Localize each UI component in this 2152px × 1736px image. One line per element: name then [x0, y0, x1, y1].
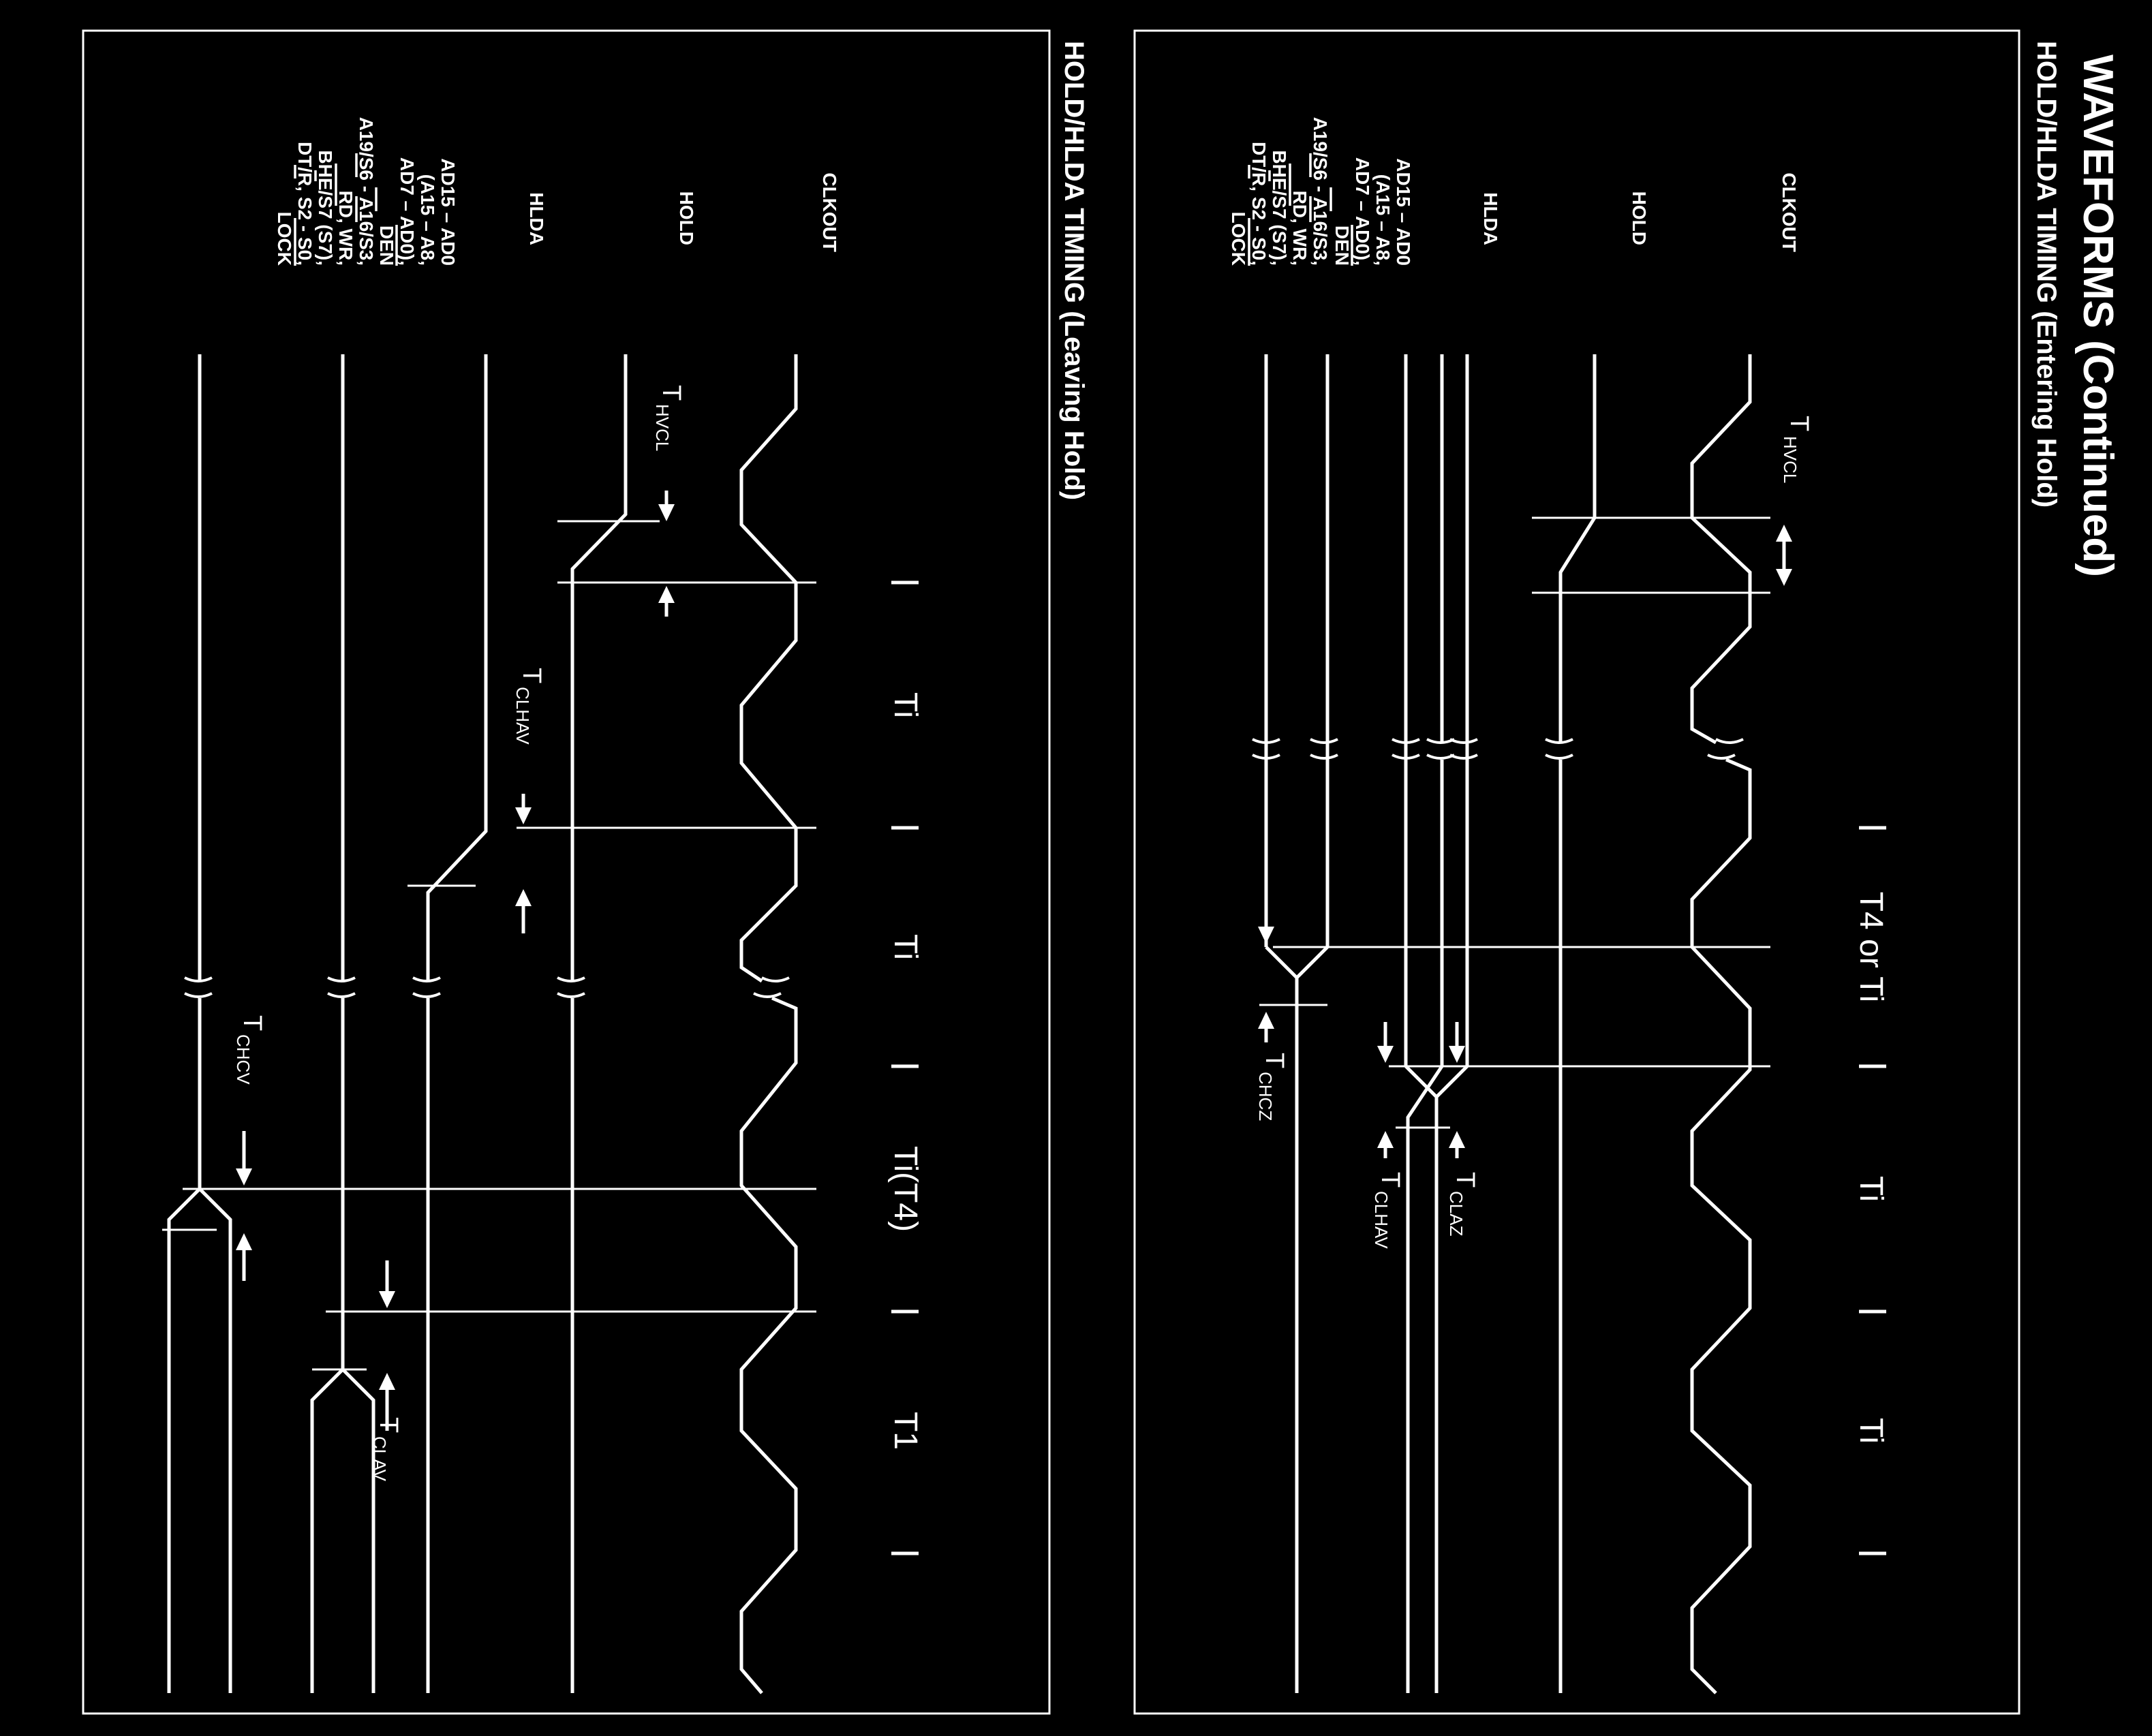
- svg-text:T: T: [517, 668, 546, 683]
- signal-label-ctrl-line2: RD, WR,: [1289, 191, 1310, 266]
- diagram-title-leaving: HOLD/HLDA TIMING (Leaving Hold): [1059, 41, 1089, 500]
- hlda-wave-entering-2: [1406, 760, 1444, 1693]
- diagram-title-entering: HOLD/HLDA TIMING (Entering Hold): [2031, 41, 2061, 508]
- tclhav-marker-leaving: T CLHAV: [512, 668, 546, 933]
- tclav-marker-leaving: T CLAV: [369, 1260, 403, 1482]
- svg-text:CLAZ: CLAZ: [1446, 1191, 1466, 1237]
- state-label-ti-3: Ti: [887, 692, 923, 718]
- clkout-wave-leaving: [739, 354, 798, 983]
- svg-text:T: T: [1260, 1053, 1289, 1068]
- svg-text:CHCZ: CHCZ: [1255, 1072, 1276, 1121]
- reference-lines-entering: [1259, 516, 1770, 1129]
- signal-label-ad-line3: AD7 – AD0),: [1352, 157, 1373, 266]
- ad-bus-open-leaving: [341, 1368, 375, 1693]
- ctrl-bus-open-leaving: [198, 1188, 232, 1693]
- svg-text:CLHAV: CLHAV: [1371, 1191, 1392, 1249]
- diagram-frame-entering: [1133, 29, 2020, 1715]
- signal-label-clkout: CLKOUT: [1779, 172, 1800, 252]
- ctrl-bus-open-leaving-2: [167, 1188, 201, 1693]
- clkout-break-leaving: [753, 976, 790, 998]
- hlda-break-leaving: [412, 976, 441, 998]
- thvcl-marker-entering: T HVCL: [1776, 416, 1813, 586]
- signal-label-ctrl-line5: LOCK: [1228, 212, 1249, 266]
- signal-label-ad2-line3: AD7 – AD0),: [397, 157, 418, 266]
- signal-label-ad2-line4: DEN: [376, 226, 397, 266]
- svg-text:T: T: [1451, 1172, 1479, 1188]
- tchcv-marker-leaving: T CHCV: [233, 1015, 266, 1281]
- clkout-wave-entering-2: [1690, 758, 1752, 1694]
- signal-label-hlda: HLDA: [1480, 192, 1501, 245]
- clkout-break-entering: [1707, 738, 1744, 760]
- ad-bus-open-leaving-2: [310, 1368, 344, 1693]
- diagram-frame-leaving: [82, 29, 1051, 1715]
- state-label-ti-t4: Ti(T4): [887, 1146, 923, 1232]
- state-label-ti-2: Ti: [1853, 1418, 1889, 1444]
- tclhav-marker-entering: T CLHAV: [1371, 1022, 1404, 1249]
- signal-label-ctrl2-line1: A19/S6 - A16/S3,: [356, 117, 377, 266]
- svg-text:CLAV: CLAV: [369, 1436, 390, 1482]
- svg-text:CLHAV: CLHAV: [512, 687, 533, 745]
- thvcl-marker-leaving: T HVCL: [652, 385, 686, 617]
- state-label-ti-4: Ti: [887, 934, 923, 960]
- overlines-entering: [1248, 153, 1353, 266]
- hold-break-entering: [1545, 738, 1573, 760]
- svg-text:CHCV: CHCV: [233, 1034, 253, 1085]
- state-labels-leaving: Ti Ti Ti(T4) T1: [887, 692, 923, 1450]
- signal-label-ctrl-line3: BHE/S7 (S7),: [1269, 150, 1290, 266]
- tclaz-marker-entering: T CLAZ: [1446, 1022, 1479, 1237]
- bus-breaks-entering: [1252, 738, 1478, 760]
- overlines-leaving: [294, 153, 398, 266]
- svg-text:T: T: [374, 1417, 403, 1433]
- signal-label-ctrl2-line5: LOCK: [274, 212, 295, 266]
- signal-label-ad-line4: DEN: [1332, 226, 1353, 266]
- signal-label-ctrl-line1: A19/S6 - A16/S3,: [1310, 117, 1331, 266]
- signal-label-ctrl2-line2: RD, WR,: [335, 191, 356, 266]
- signal-label-hold: HOLD: [1629, 191, 1650, 245]
- signal-label-ctrl2-line3: BHE/S7 (S7),: [315, 150, 336, 266]
- signal-label-clkout-2: CLKOUT: [819, 172, 840, 252]
- signal-label-ctrl-line4: DT/R, S2 - S0,: [1248, 142, 1270, 266]
- clkout-wave-entering: [1690, 354, 1752, 745]
- svg-text:HVCL: HVCL: [1780, 436, 1800, 483]
- svg-text:HVCL: HVCL: [652, 404, 673, 451]
- state-labels-entering: T4 or Ti Ti Ti: [1853, 892, 1889, 1444]
- svg-text:T: T: [657, 385, 686, 401]
- signal-labels-leaving: CLKOUT HOLD HLDA AD15 – AD0 (A15 – A8, A…: [274, 117, 840, 266]
- svg-text:T: T: [1376, 1172, 1404, 1188]
- signal-label-ad-line2: (A15 – A8,: [1372, 174, 1394, 266]
- svg-text:T: T: [238, 1015, 266, 1031]
- state-label-t4-or-ti: T4 or Ti: [1853, 892, 1889, 1003]
- hold-break-leaving: [557, 976, 585, 998]
- reference-lines-leaving: [162, 520, 816, 1371]
- tchcz-marker-entering: T CHCZ: [1255, 903, 1289, 1121]
- signal-label-ad2-line1: AD15 – AD0: [437, 158, 459, 266]
- cycle-ticks-leaving: [891, 580, 919, 1555]
- bus-breaks-leaving: [184, 976, 356, 998]
- ad-bus-close-entering: [1404, 1065, 1469, 1100]
- hlda-wave-leaving: [426, 354, 488, 981]
- signal-label-hold-2: HOLD: [676, 191, 697, 245]
- signal-label-hlda-2: HLDA: [526, 192, 547, 245]
- signal-label-ctrl2-line4: DT/R, S2 - S0,: [294, 142, 316, 266]
- hold-wave-entering: [1558, 354, 1597, 743]
- cycle-ticks-entering: [1859, 826, 1886, 1555]
- signal-label-ad-line1: AD15 – AD0: [1393, 158, 1414, 266]
- clkout-wave-leaving-2: [739, 996, 798, 1694]
- ctrl-bus-close-entering: [1265, 946, 1329, 980]
- signal-labels-entering: CLKOUT HOLD HLDA AD15 – AD0 (A15 – A8, A…: [1228, 117, 1800, 266]
- signal-label-ad2-line2: (A15 – A8,: [417, 174, 438, 266]
- hold-wave-leaving: [570, 354, 628, 981]
- state-label-t1: T1: [887, 1412, 923, 1450]
- svg-text:T: T: [1785, 416, 1813, 431]
- page-title: WAVEFORMS (Continued): [2074, 55, 2121, 577]
- state-label-ti-1: Ti: [1853, 1176, 1889, 1202]
